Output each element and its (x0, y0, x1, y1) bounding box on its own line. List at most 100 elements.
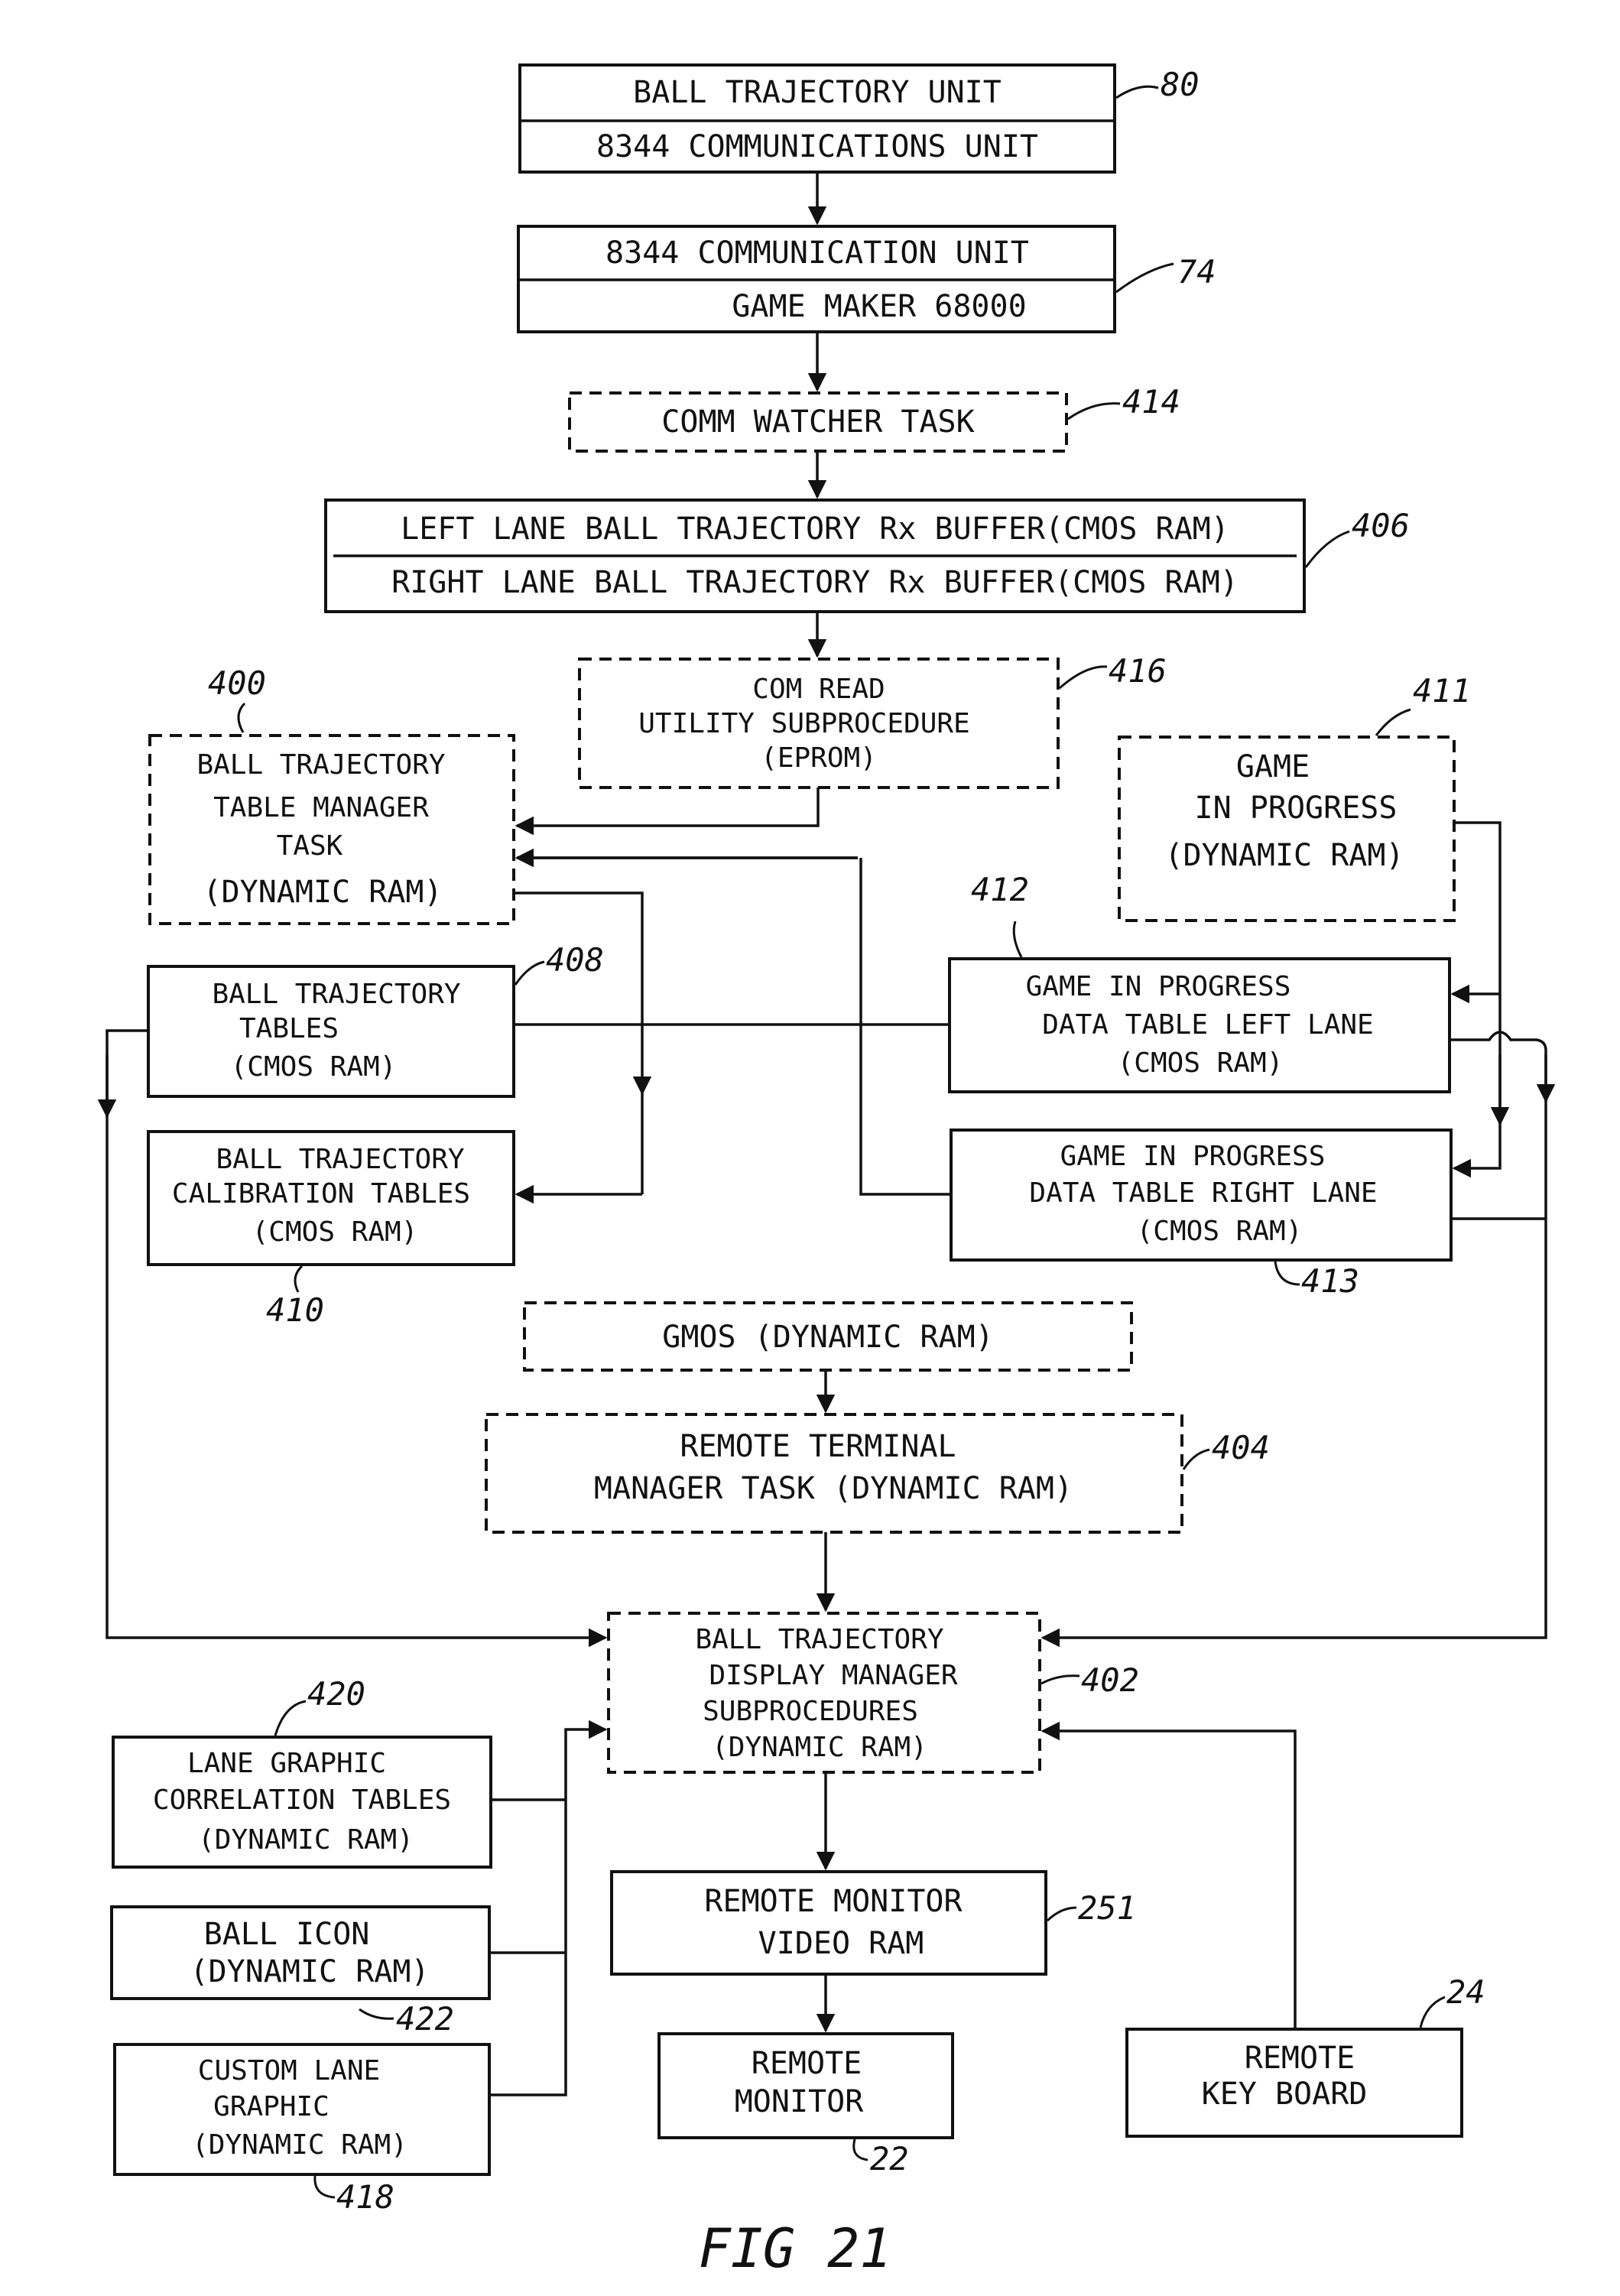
block-416-line-3: (EPROM) (761, 742, 877, 774)
block-422-line-1: BALL ICON (204, 1917, 370, 1952)
arrow-416-to-400 (517, 788, 818, 826)
block-251-line-2: VIDEO RAM (758, 1926, 924, 1961)
block-communication-unit: 8344 COMMUNICATION UNIT GAME MAKER 68000 (518, 226, 1115, 332)
block-408-line-3: (CMOS RAM) (231, 1051, 397, 1083)
figure-label: FIG 21 (699, 2217, 892, 2280)
block-412-line-2: DATA TABLE LEFT LANE (1042, 1009, 1373, 1041)
block-420-line-3: (DYNAMIC RAM) (198, 1824, 414, 1856)
ref-411: 411 (1413, 672, 1471, 710)
block-400-line-4: (DYNAMIC RAM) (203, 875, 442, 910)
ref-422: 422 (396, 2000, 454, 2038)
ref-404: 404 (1212, 1429, 1270, 1466)
block-418-line-1: CUSTOM LANE (198, 2055, 380, 2087)
ref-402: 402 (1081, 1661, 1139, 1699)
ref-418: 418 (336, 2178, 394, 2216)
block-420-line-2: CORRELATION TABLES (153, 1785, 451, 1816)
arrow-412-to-402 (1043, 1032, 1546, 1638)
block-420-line-1: LANE GRAPHIC (187, 1748, 386, 1779)
block-410-line-3: (CMOS RAM) (252, 1216, 418, 1248)
arrow-24-to-402 (1043, 1731, 1295, 2029)
arrow-400-down (514, 893, 642, 1093)
block-400-line-3: TASK (277, 830, 343, 862)
ref-22: 22 (870, 2140, 909, 2177)
block-408-line-1: BALL TRAJECTORY (212, 979, 460, 1010)
arrow-411-to-412 (1453, 823, 1500, 994)
block-416-line-1: COM READ (752, 674, 885, 705)
ref-408: 408 (546, 941, 604, 979)
block-data-table-left-lane: GAME IN PROGRESS DATA TABLE LEFT LANE (C… (950, 959, 1450, 1092)
block-422-line-2: (DYNAMIC RAM) (190, 1954, 429, 1989)
block-com-read-utility: COM READ UTILITY SUBPROCEDURE (EPROM) (579, 659, 1058, 788)
ref-412: 412 (971, 871, 1029, 908)
block-413-line-3: (CMOS RAM) (1137, 1216, 1303, 1247)
block-remote-keyboard: REMOTE KEY BOARD (1127, 2029, 1462, 2136)
block-412-line-1: GAME IN PROGRESS (1026, 971, 1291, 1002)
block-24-line-1: REMOTE (1245, 2041, 1355, 2076)
block-402-line-4: (DYNAMIC RAM) (712, 1732, 927, 1763)
block-table-manager-task: BALL TRAJECTORY TABLE MANAGER TASK (DYNA… (150, 736, 514, 924)
block-406-line-1: LEFT LANE BALL TRAJECTORY Rx BUFFER(CMOS… (401, 511, 1229, 547)
block-ball-trajectory-unit: BALL TRAJECTORY UNIT 8344 COMMUNICATIONS… (520, 65, 1115, 172)
ref-24: 24 (1446, 1973, 1485, 2011)
block-22-line-2: MONITOR (735, 2084, 864, 2119)
block-comm-watcher-task: COMM WATCHER TASK (570, 393, 1066, 451)
block-414-line-1: COMM WATCHER TASK (661, 404, 974, 440)
block-402-line-3: SUBPROCEDURES (703, 1696, 918, 1727)
block-80-line-1: BALL TRAJECTORY UNIT (633, 75, 1002, 110)
block-24-line-2: KEY BOARD (1202, 2077, 1368, 2112)
block-413-line-1: GAME IN PROGRESS (1060, 1141, 1326, 1172)
block-74-line-2: GAME MAKER 68000 (732, 289, 1026, 324)
ref-420: 420 (307, 1675, 365, 1713)
ref-251: 251 (1078, 1889, 1136, 1927)
ref-414: 414 (1122, 383, 1180, 421)
block-22-line-1: REMOTE (752, 2046, 862, 2081)
block-calibration-tables: BALL TRAJECTORY CALIBRATION TABLES (CMOS… (148, 1132, 514, 1265)
arrow-411-to-413 (1454, 994, 1500, 1168)
block-custom-lane-graphic: CUSTOM LANE GRAPHIC (DYNAMIC RAM) (115, 2044, 489, 2174)
block-411-line-3: (DYNAMIC RAM) (1164, 838, 1404, 873)
block-418-line-3: (DYNAMIC RAM) (192, 2129, 407, 2161)
block-display-manager: BALL TRAJECTORY DISPLAY MANAGER SUBPROCE… (609, 1613, 1040, 1772)
ref-74: 74 (1177, 253, 1216, 291)
block-80-line-2: 8344 COMMUNICATIONS UNIT (596, 129, 1038, 164)
block-406-line-2: RIGHT LANE BALL TRAJECTORY Rx BUFFER(CMO… (391, 565, 1239, 600)
block-gmos: GMOS (DYNAMIC RAM) (524, 1303, 1131, 1370)
block-404-line-1: REMOTE TERMINAL (680, 1429, 956, 1464)
block-data-table-right-lane: GAME IN PROGRESS DATA TABLE RIGHT LANE (… (951, 1130, 1451, 1260)
block-game-in-progress: GAME IN PROGRESS (DYNAMIC RAM) (1119, 737, 1454, 921)
block-418-line-2: GRAPHIC (213, 2091, 330, 2122)
block-74-line-1: 8344 COMMUNICATION UNIT (605, 235, 1029, 271)
block-400-line-1: BALL TRAJECTORY (196, 749, 445, 781)
ref-80: 80 (1161, 66, 1200, 103)
ref-406: 406 (1352, 507, 1410, 544)
block-ball-trajectory-tables: BALL TRAJECTORY TABLES (CMOS RAM) (148, 966, 514, 1096)
block-remote-monitor-video-ram: REMOTE MONITOR VIDEO RAM (612, 1872, 1046, 1974)
block-410-line-2: CALIBRATION TABLES (172, 1178, 470, 1210)
arrow-408-to-402 (107, 1031, 605, 1638)
block-412-line-3: (CMOS RAM) (1118, 1047, 1284, 1079)
arrow-tables-to-402 (489, 1729, 605, 2095)
ref-416: 416 (1109, 652, 1167, 690)
ref-413: 413 (1301, 1262, 1359, 1300)
block-remote-monitor: REMOTE MONITOR (659, 2034, 953, 2138)
block-416-line-2: UTILITY SUBPROCEDURE (638, 708, 969, 739)
block-413-line-2: DATA TABLE RIGHT LANE (1029, 1177, 1377, 1209)
line-413-to-400 (861, 858, 951, 1194)
block-411-line-1: GAME (1236, 749, 1310, 784)
block-lane-graphic-correlation: LANE GRAPHIC CORRELATION TABLES (DYNAMIC… (113, 1737, 491, 1867)
block-410-line-1: BALL TRAJECTORY (216, 1144, 464, 1175)
block-ball-icon: BALL ICON (DYNAMIC RAM) (112, 1907, 489, 1999)
block-404-line-2: MANAGER TASK (DYNAMIC RAM) (594, 1471, 1073, 1506)
ref-410: 410 (266, 1291, 324, 1329)
block-402-line-2: DISPLAY MANAGER (709, 1660, 957, 1691)
ref-400: 400 (208, 664, 266, 702)
block-251-line-1: REMOTE MONITOR (704, 1884, 963, 1919)
block-rx-buffer: LEFT LANE BALL TRAJECTORY Rx BUFFER(CMOS… (326, 500, 1304, 612)
block-408-line-2: TABLES (239, 1013, 339, 1044)
block-remote-terminal-manager: REMOTE TERMINAL MANAGER TASK (DYNAMIC RA… (486, 1414, 1182, 1532)
block-400-line-2: TABLE MANAGER (213, 792, 429, 823)
block-402-line-1: BALL TRAJECTORY (695, 1624, 943, 1655)
block-gmos-line-1: GMOS (DYNAMIC RAM) (662, 1320, 993, 1355)
